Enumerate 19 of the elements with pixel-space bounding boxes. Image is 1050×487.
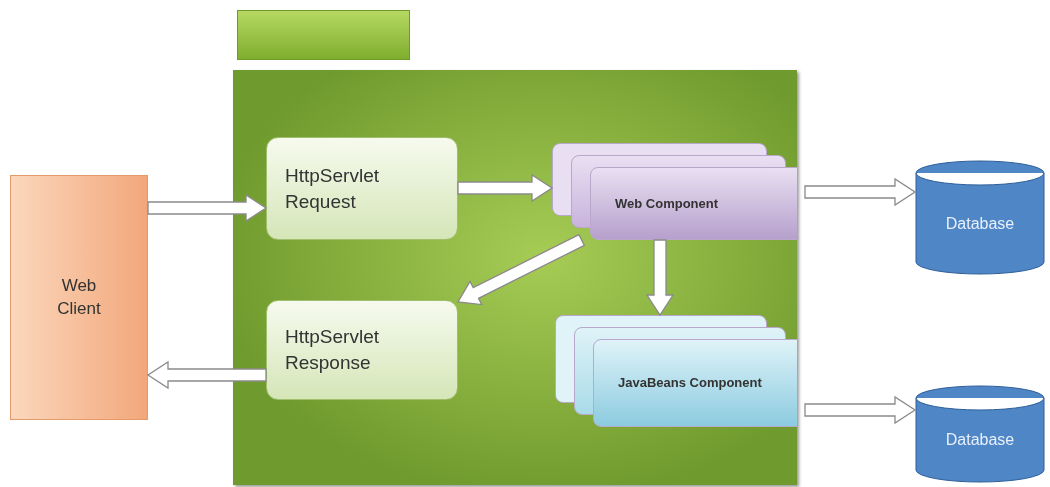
server-panel [233,70,797,485]
arrow [457,173,554,203]
arrow [146,360,267,390]
client-box [10,175,148,420]
arrow [804,177,917,207]
process-box [266,137,458,240]
tab-bar [237,10,410,60]
arrow [804,395,917,425]
node-label: HttpServlet Response [285,325,380,375]
arrow [456,233,586,306]
node-label: Database [945,213,1015,234]
node-label: Database [945,430,1015,451]
node-label: HttpServlet Request [285,163,380,214]
arrow [147,193,268,223]
arrow [645,239,675,317]
process-box [266,300,458,400]
node-label: Web Client [56,274,102,320]
node-label: Web Component [615,194,719,213]
node-label: JavaBeans Component [618,374,762,392]
